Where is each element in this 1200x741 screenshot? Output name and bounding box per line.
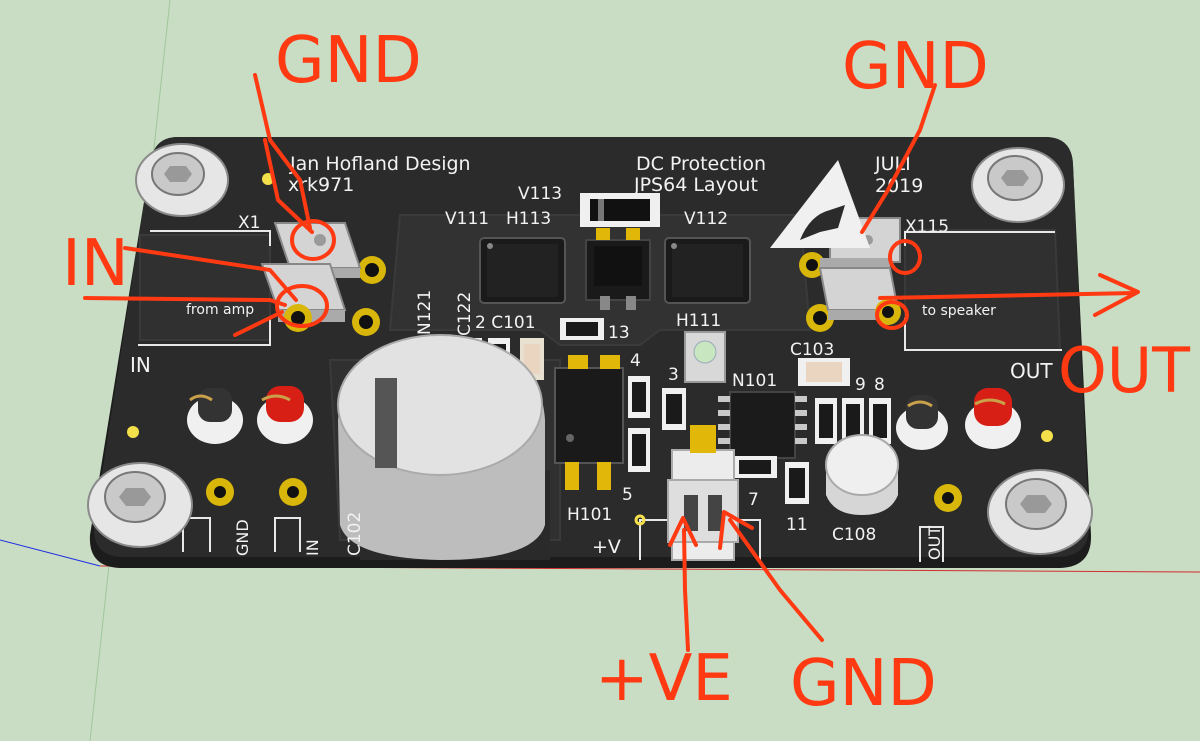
annotation-circle-gnd-in — [290, 219, 336, 261]
refdes-n121: N121 — [415, 290, 435, 335]
pads-bottom — [206, 478, 962, 512]
pad-label-in: IN — [303, 539, 322, 556]
annotation-line-out — [878, 291, 1137, 300]
faston-terminal-right — [799, 217, 901, 332]
annotation-out: OUT — [1058, 334, 1191, 407]
annotation-in: IN — [62, 227, 129, 301]
annotation-arrowhead-plus-ve — [668, 516, 698, 547]
ic-n101 — [718, 391, 807, 459]
annotation-line-in-top — [123, 246, 298, 302]
label-to-speaker: to speaker — [922, 303, 996, 319]
refdes-r3: 3 — [668, 365, 679, 385]
annotation-arrowhead-gnd-bottom — [718, 510, 754, 550]
annotation-arrowhead-out — [1093, 273, 1140, 317]
board-title: DC Protection — [636, 153, 766, 175]
label-from-amp: from amp — [186, 302, 254, 318]
annotation-plus-ve: +VE — [595, 642, 733, 716]
mosfet-v112 — [664, 237, 751, 304]
screw-top-left — [135, 143, 229, 217]
silkscreen-text: Jan Hofland Design xrk971 DC Protection … — [130, 153, 1053, 560]
esd-warning-icon — [770, 160, 870, 248]
screw-bottom-left — [87, 462, 193, 548]
refdes-r11: 11 — [786, 515, 808, 535]
year-label: 2019 — [875, 175, 923, 197]
led-in-red — [257, 386, 313, 444]
author-label: xrk971 — [288, 174, 354, 196]
refdes-h111: H111 — [676, 311, 721, 331]
refdes-n101: N101 — [732, 371, 777, 391]
designer-label: Jan Hofland Design — [289, 153, 471, 175]
annotation-line-in-mid — [83, 296, 287, 307]
capacitor-c102 — [337, 334, 550, 560]
refdes-v111: V111 — [445, 209, 489, 229]
refdes-v113: V113 — [518, 184, 562, 204]
refdes-r8: 8 — [874, 375, 885, 395]
annotation-line-in-bottom — [233, 310, 284, 337]
optocoupler-h113 — [585, 228, 651, 310]
refdes-r5: 5 — [622, 485, 633, 505]
annotation-line-gnd-left — [253, 73, 312, 230]
annotation-gnd-left: GND — [275, 24, 422, 98]
pad-label-out: OUT — [925, 526, 944, 560]
diode-v113 — [580, 193, 660, 227]
annotation-gnd-right: GND — [842, 30, 989, 104]
annotation-marks — [83, 73, 1140, 652]
month-label: JULI — [874, 153, 911, 175]
mosfet-v111 — [479, 237, 566, 304]
refdes-c103: C103 — [790, 340, 834, 360]
led-in-black — [187, 388, 243, 444]
refdes-c122: C122 — [455, 292, 475, 336]
optocoupler-h101 — [554, 367, 624, 490]
refdes-v112: V112 — [684, 209, 728, 229]
refdes-r13: 13 — [608, 323, 630, 343]
refdes-x115: X115 — [905, 217, 949, 237]
refdes-c101: 2 C101 — [475, 313, 536, 333]
annotation-line-plus-ve — [682, 528, 690, 652]
refdes-r7: 7 — [748, 490, 759, 510]
refdes-c108: C108 — [832, 525, 876, 545]
refdes-r9: 9 — [855, 375, 866, 395]
capacitor-c108 — [825, 434, 899, 515]
annotation-line-gnd-bottom — [728, 518, 824, 642]
power-connector — [667, 425, 739, 561]
annotation-circle-out — [875, 300, 909, 330]
label-in: IN — [130, 353, 151, 377]
refdes-h113: H113 — [506, 209, 551, 229]
led-out-red — [965, 388, 1021, 449]
label-out: OUT — [1010, 359, 1053, 383]
board-subtitle: JPS64 Layout — [633, 174, 758, 196]
led-h111 — [684, 331, 726, 383]
annotation-line-gnd-left-2 — [263, 138, 314, 234]
annotation-circle-gnd-out — [888, 239, 922, 275]
label-plus-v: +V — [592, 536, 621, 558]
annotation-circle-in — [275, 284, 329, 328]
screw-bottom-right — [987, 469, 1093, 555]
refdes-c102: C102 — [345, 512, 365, 556]
led-out-black — [896, 395, 948, 450]
refdes-x1: X1 — [238, 213, 260, 233]
annotation-text: GND GND IN OUT +VE GND — [62, 24, 1191, 721]
pad-label-gnd: GND — [233, 519, 252, 556]
annotation-line-gnd-right — [860, 83, 937, 234]
refdes-h101: H101 — [567, 505, 612, 525]
annotation-gnd-bottom: GND — [790, 647, 937, 721]
screw-top-right — [971, 147, 1065, 223]
refdes-r4: 4 — [630, 351, 641, 371]
